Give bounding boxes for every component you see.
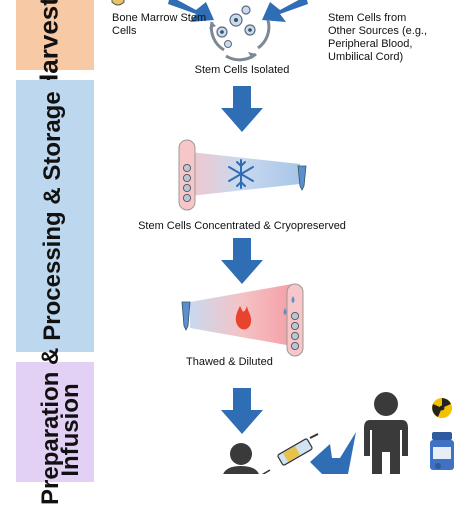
bone-marrow-label: Bone Marrow Stem Cells bbox=[112, 12, 206, 38]
arrow-down-icon-2 bbox=[221, 238, 263, 284]
arrow-right-top-icon bbox=[262, 0, 308, 22]
processing-band: Processing & Storage bbox=[16, 80, 94, 352]
flow-graphics bbox=[111, 0, 454, 474]
other-sources-label-line-4: Umbilical Cord) bbox=[328, 51, 404, 63]
snowflake-icon bbox=[228, 159, 254, 189]
concentrated-label: Stem Cells Concentrated & Cryopreserved bbox=[138, 220, 346, 232]
other-sources-label-line-2: Other Sources (e.g., bbox=[328, 25, 428, 37]
thaw-icon bbox=[181, 283, 304, 357]
isolated-label: Stem Cells Isolated bbox=[194, 64, 290, 76]
other-sources-label-line-3: Peripheral Blood, bbox=[328, 38, 413, 50]
person-icon bbox=[364, 392, 408, 474]
thawed-label: Thawed & Diluted bbox=[186, 356, 273, 368]
arrow-left-icon bbox=[310, 432, 356, 474]
syringe-icon bbox=[261, 433, 319, 474]
cryopreservation-icon bbox=[178, 139, 307, 211]
harvest-band: Harvest bbox=[16, 0, 94, 93]
cells-cycle-icon bbox=[209, 5, 271, 62]
bone-marrow-label-line-1: Bone Marrow Stem bbox=[112, 12, 207, 24]
radiation-icon bbox=[432, 398, 452, 418]
arrow-left-top-icon bbox=[168, 0, 214, 22]
other-sources-label: Stem Cells from Other Sources (e.g., Per… bbox=[328, 12, 427, 64]
other-sources-label-line-1: Stem Cells from bbox=[328, 12, 407, 24]
bone-marrow-tube-icon bbox=[111, 0, 125, 6]
medicine-bottle-icon bbox=[430, 432, 454, 470]
infusion-band: Preparation & Infusion bbox=[16, 348, 94, 505]
arrow-down-icon-3 bbox=[221, 388, 263, 434]
arrow-down-icon-1 bbox=[221, 86, 263, 132]
patient-icon bbox=[223, 443, 259, 474]
flame-icon bbox=[235, 306, 252, 330]
bone-marrow-label-line-2: Cells bbox=[112, 25, 137, 37]
